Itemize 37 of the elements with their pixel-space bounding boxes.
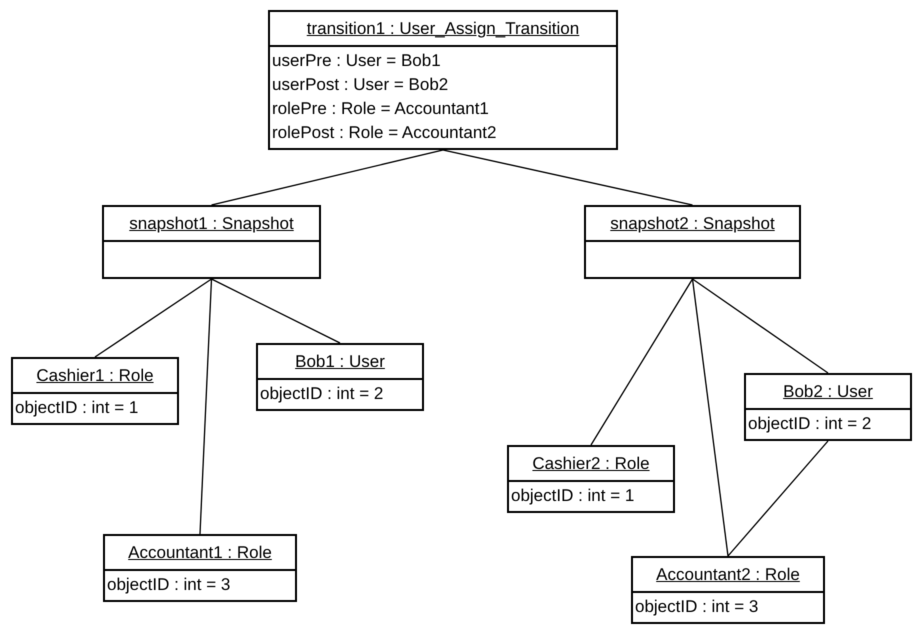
link-line — [211, 278, 340, 344]
object-name: Accountant1 : Role — [128, 543, 272, 562]
object-box — [103, 534, 297, 602]
attribute-text: objectID : int = 3 — [635, 596, 760, 618]
object-box — [102, 205, 321, 279]
object-name: Cashier2 : Role — [532, 454, 650, 473]
attribute-text: userPre : User = Bob1 — [272, 50, 442, 72]
attribute-text: rolePre : Role = Accountant1 — [272, 98, 490, 120]
attribute-text: objectID : int = 3 — [107, 574, 232, 596]
object-box — [584, 205, 801, 279]
object-box — [631, 556, 825, 624]
attribute-text: objectID : int = 2 — [260, 383, 384, 405]
object-box — [256, 343, 424, 411]
attribute-text: userPost : User = Bob2 — [272, 74, 450, 96]
object-name: Bob1 : User — [295, 352, 385, 371]
object-name: snapshot2 : Snapshot — [610, 214, 775, 233]
object-name: Bob2 : User — [783, 382, 873, 401]
link-line — [692, 278, 729, 556]
object-box — [744, 373, 912, 441]
object-box — [268, 10, 618, 150]
link-line — [211, 149, 444, 206]
link-line — [199, 278, 212, 534]
object-name: snapshot1 : Snapshot — [129, 214, 294, 233]
link-line — [94, 278, 212, 358]
link-line — [692, 278, 828, 374]
link-line — [590, 278, 694, 446]
attribute-text: objectID : int = 1 — [15, 397, 140, 419]
attribute-text: objectID : int = 1 — [511, 485, 636, 507]
link-line — [728, 440, 828, 556]
object-box — [507, 445, 675, 513]
attribute-text: objectID : int = 2 — [748, 413, 872, 435]
link-line — [442, 149, 693, 206]
attribute-text: rolePost : Role = Accountant2 — [272, 122, 498, 144]
object-name: transition1 : User_Assign_Transition — [306, 19, 580, 38]
object-box — [11, 357, 179, 425]
object-name: Cashier1 : Role — [36, 366, 154, 385]
object-name: Accountant2 : Role — [656, 565, 800, 584]
